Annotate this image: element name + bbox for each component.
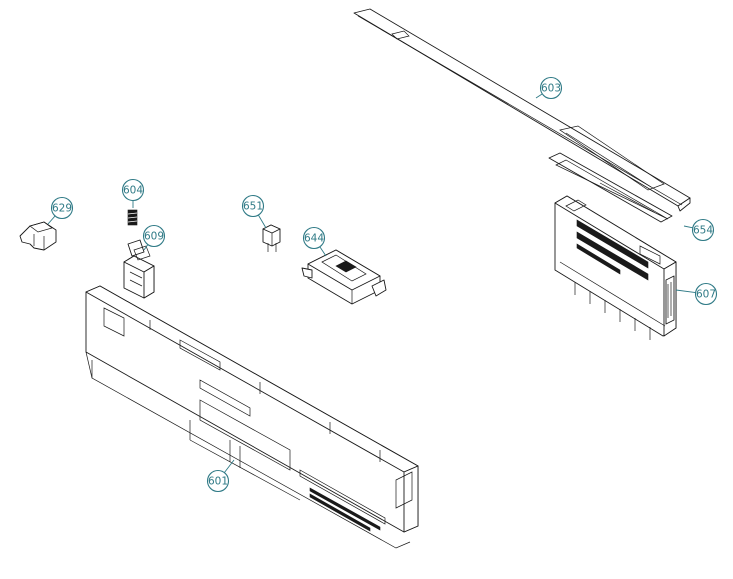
callout-bubble bbox=[539, 76, 563, 100]
callout-bubble bbox=[302, 226, 326, 250]
callout-601[interactable]: 601 bbox=[206, 459, 235, 493]
callout-bubble bbox=[694, 282, 718, 306]
callout-number: 607 bbox=[696, 289, 716, 301]
callout-number: 603 bbox=[541, 83, 561, 95]
part-629-latch[interactable] bbox=[19, 221, 57, 251]
callout-leader-line bbox=[319, 246, 327, 257]
callout-leader-line bbox=[224, 459, 235, 473]
callout-bubble bbox=[121, 178, 145, 202]
callout-629[interactable]: 629 bbox=[47, 196, 74, 225]
callout-number: 629 bbox=[52, 203, 72, 215]
callout-603[interactable]: 603 bbox=[535, 76, 563, 100]
callout-number: 604 bbox=[123, 185, 143, 197]
part-644-switch-housing[interactable] bbox=[301, 249, 387, 305]
callout-leader-line bbox=[47, 215, 56, 225]
callout-number: 644 bbox=[304, 233, 324, 245]
callout-bubble bbox=[206, 469, 230, 493]
callout-609[interactable]: 609 bbox=[142, 224, 166, 251]
callout-bubble bbox=[241, 194, 265, 218]
part-601-front-panel[interactable] bbox=[85, 285, 419, 549]
callout-number: 651 bbox=[243, 201, 263, 213]
part-651-capacitor[interactable] bbox=[262, 224, 281, 252]
part-609-switch-block[interactable] bbox=[123, 239, 155, 299]
part-603-top-trim-strip[interactable] bbox=[353, 8, 691, 212]
callout-leader-line bbox=[257, 214, 267, 229]
callout-607[interactable]: 607 bbox=[675, 282, 718, 306]
callout-644[interactable]: 644 bbox=[302, 226, 327, 257]
callout-leader-line bbox=[683, 225, 693, 229]
callout-leader-line bbox=[675, 289, 696, 294]
callout-leader-line bbox=[143, 244, 149, 251]
part-inner-strip[interactable] bbox=[548, 152, 673, 223]
callout-number: 601 bbox=[208, 476, 228, 488]
callout-bubble bbox=[142, 224, 166, 248]
part-604-spring[interactable] bbox=[127, 209, 138, 226]
callout-bubble bbox=[691, 218, 715, 242]
callout-leader-line bbox=[535, 93, 543, 99]
callout-651[interactable]: 651 bbox=[241, 194, 267, 229]
callout-number: 654 bbox=[693, 225, 713, 237]
callout-bubble bbox=[50, 196, 74, 220]
callout-604[interactable]: 604 bbox=[121, 178, 145, 209]
callout-number: 609 bbox=[144, 231, 164, 243]
part-607-control-module[interactable] bbox=[554, 195, 677, 340]
callout-654[interactable]: 654 bbox=[683, 218, 715, 242]
